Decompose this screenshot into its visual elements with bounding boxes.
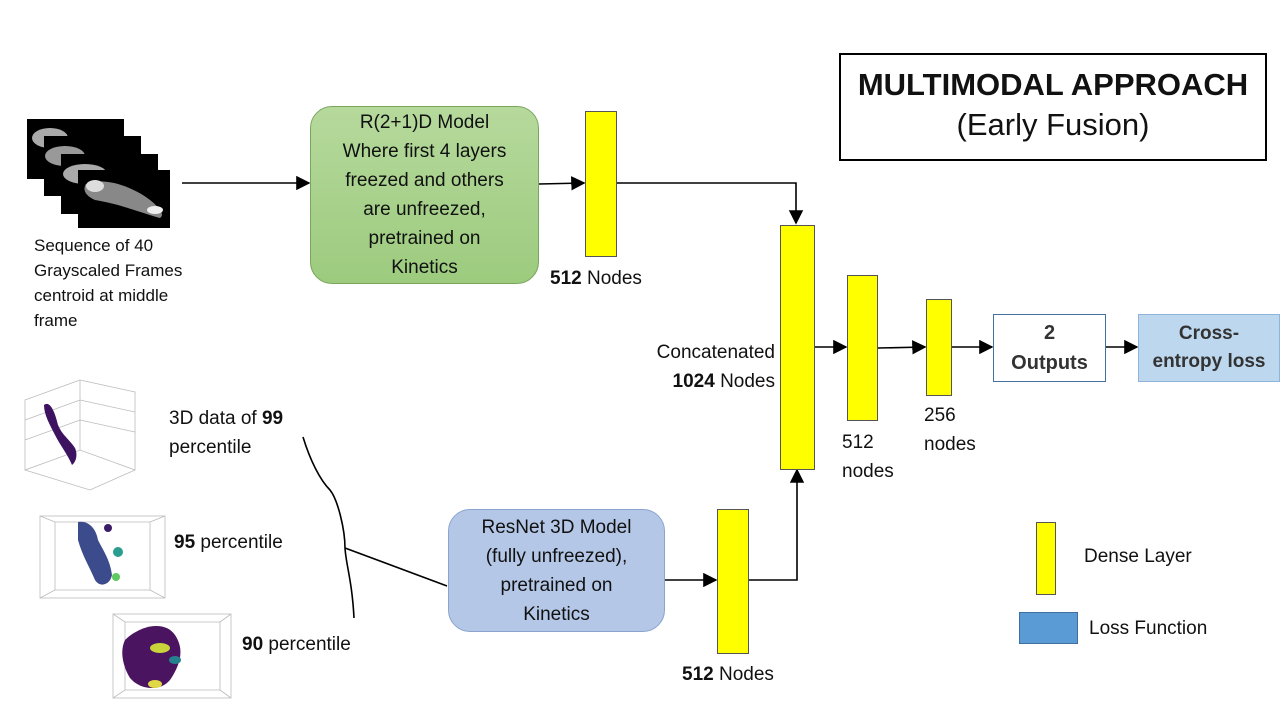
concat-label: Concatenated 1024 Nodes — [640, 338, 775, 396]
legend-loss-label: Loss Function — [1089, 618, 1208, 639]
data-99-label: 3D data of 99 percentile — [169, 404, 283, 462]
dense-bottom-count: 512 — [682, 664, 714, 685]
plot-95-thumbnail — [39, 515, 166, 599]
dense-layer-top-512 — [585, 111, 617, 257]
caption-line: Sequence of 40 — [34, 236, 154, 255]
dense-512-count: 512 — [842, 432, 874, 453]
data-90-suffix: percentile — [263, 634, 351, 655]
data-99-value: 99 — [261, 408, 284, 429]
plot-99-thumbnail — [24, 379, 136, 491]
concat-unit: Nodes — [714, 371, 775, 392]
data-95-label: 95 percentile — [174, 528, 283, 557]
legend-loss-swatch — [1019, 612, 1078, 644]
data-95-value: 95 — [174, 532, 196, 553]
outputs-count: 2 — [1043, 322, 1056, 344]
dense-bottom-unit: Nodes — [713, 664, 774, 685]
dense-512-label: 512 nodes — [842, 428, 894, 486]
data-95-suffix: percentile — [195, 532, 283, 553]
title-box: MULTIMODAL APPROACH (Early Fusion) — [839, 53, 1267, 161]
model-text-line: R(2+1)D Model — [359, 112, 490, 133]
title-sub: (Early Fusion) — [956, 107, 1150, 142]
caption-line: frame — [34, 311, 78, 330]
caption-line: centroid at middle — [34, 286, 169, 305]
concat-count: 1024 — [672, 371, 715, 392]
loss-box: Cross- entropy loss — [1138, 314, 1280, 382]
model-text-line: pretrained on — [500, 574, 613, 596]
title-main: MULTIMODAL APPROACH — [857, 67, 1249, 102]
model-text-line: (fully unfreezed), — [485, 545, 628, 567]
model-text-line: are unfreezed, — [363, 199, 486, 220]
dense-512-unit: nodes — [842, 461, 894, 482]
model-text-line: Where first 4 layers — [342, 141, 507, 162]
dense-layer-bottom-512 — [717, 509, 749, 654]
dense-256-count: 256 — [924, 405, 956, 426]
dense-layer-256 — [926, 299, 952, 396]
dense-top-unit: Nodes — [581, 268, 642, 289]
input-video-caption: Sequence of 40 Grayscaled Frames centroi… — [34, 233, 182, 333]
model-text-line: Kinetics — [523, 603, 590, 625]
resnet3d-model-box: ResNet 3D Model (fully unfreezed), pretr… — [448, 509, 665, 632]
outputs-box: 2 Outputs — [993, 314, 1106, 382]
data-99-prefix: 3D data of — [169, 408, 262, 429]
dense-256-label: 256 nodes — [924, 401, 976, 459]
model-text-line: pretrained on — [368, 228, 481, 249]
dense-bottom-label: 512 Nodes — [682, 660, 774, 689]
frame-stack-thumbnail — [27, 119, 170, 228]
data-90-label: 90 percentile — [242, 630, 351, 659]
model-text-line: ResNet 3D Model — [481, 516, 632, 538]
data-99-suffix: percentile — [169, 437, 252, 458]
legend-dense-label: Dense Layer — [1084, 546, 1192, 567]
plot-90-thumbnail — [112, 613, 232, 699]
model-text-line: freezed and others — [345, 170, 504, 191]
loss-line1: Cross- — [1178, 323, 1240, 344]
dense-layer-512 — [847, 275, 878, 421]
data-90-value: 90 — [242, 634, 264, 655]
loss-line2: entropy loss — [1152, 351, 1266, 372]
r21d-model-box: R(2+1)D Model Where first 4 layers freez… — [310, 106, 539, 284]
dense-256-unit: nodes — [924, 434, 976, 455]
concat-label-line1: Concatenated — [656, 342, 775, 363]
dense-layer-concat-1024 — [780, 225, 815, 470]
dense-top-count: 512 — [550, 268, 582, 289]
model-text-line: Kinetics — [391, 257, 458, 278]
outputs-label: Outputs — [1011, 352, 1088, 374]
dense-top-label: 512 Nodes — [550, 264, 642, 293]
legend-dense-swatch — [1036, 522, 1056, 595]
caption-line: Grayscaled Frames — [34, 261, 183, 280]
